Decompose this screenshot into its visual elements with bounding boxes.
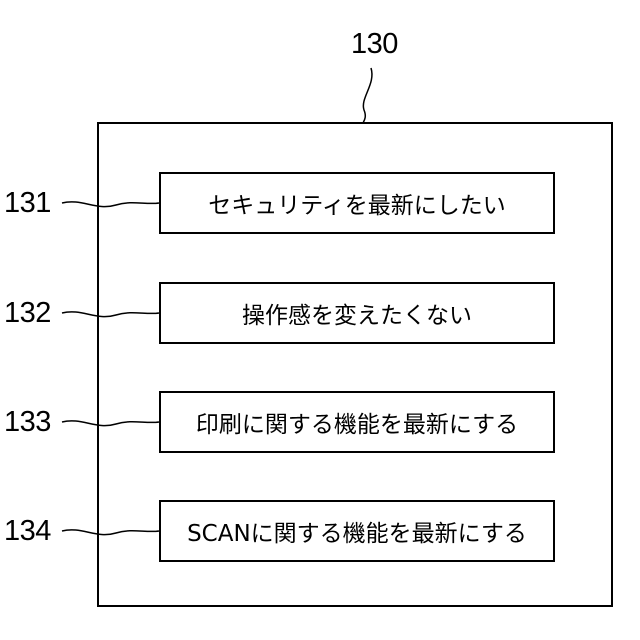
item-box-security: セキュリティを最新にしたい — [159, 172, 555, 234]
item-label: 印刷に関する機能を最新にする — [196, 405, 518, 439]
leader-line-main — [363, 68, 372, 123]
reference-numeral-item-1: 131 — [4, 189, 51, 218]
reference-numeral-item-3: 133 — [4, 408, 51, 437]
item-label: SCANに関する機能を最新にする — [187, 514, 527, 548]
item-label: 操作感を変えたくない — [242, 296, 472, 330]
reference-numeral-item-4: 134 — [4, 517, 51, 546]
item-box-operation-feel: 操作感を変えたくない — [159, 282, 555, 344]
reference-numeral-main: 130 — [351, 30, 398, 59]
item-label: セキュリティを最新にしたい — [208, 186, 506, 220]
item-box-print-function: 印刷に関する機能を最新にする — [159, 391, 555, 453]
item-box-scan-function: SCANに関する機能を最新にする — [159, 500, 555, 562]
reference-numeral-item-2: 132 — [4, 299, 51, 328]
